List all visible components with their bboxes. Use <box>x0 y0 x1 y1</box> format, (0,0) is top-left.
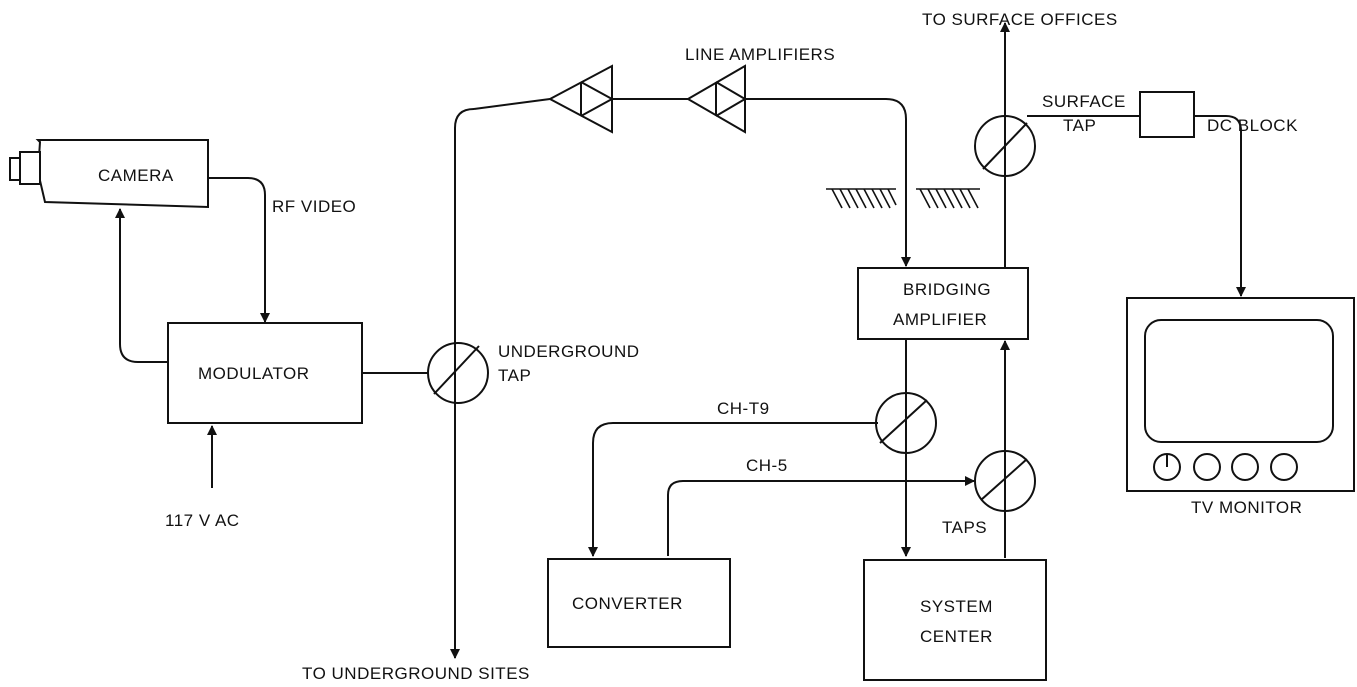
camera-lens <box>19 151 41 185</box>
surface-tap-label-1: SURFACE <box>1042 92 1126 111</box>
tv-knob-4 <box>1270 453 1298 481</box>
camera-lens-front <box>9 157 21 181</box>
system-center-label-1: SYSTEM <box>920 597 993 616</box>
camera-block: CAMERA <box>9 139 209 209</box>
bridging-label-2: AMPLIFIER <box>893 310 987 329</box>
line-amplifiers-label: LINE AMPLIFIERS <box>685 45 835 64</box>
underground-trunk-line <box>450 108 475 659</box>
surface-tap-coupler <box>982 122 1028 170</box>
ch-t9-line <box>588 422 878 557</box>
ch-t9-label: CH-T9 <box>717 399 770 418</box>
ch-5-tap-coupler <box>980 458 1028 501</box>
dc-block-to-monitor-line <box>1194 115 1246 297</box>
camera-label: CAMERA <box>98 166 174 185</box>
tv-monitor-screen <box>1144 319 1334 443</box>
modulator-box <box>167 322 363 424</box>
system-center-box <box>863 559 1047 681</box>
underground-tap-label-2: TAP <box>498 366 531 385</box>
surface-ground-hatch-right <box>916 188 980 209</box>
trunk-segment-1 <box>473 98 551 110</box>
tv-knob-2 <box>1193 453 1221 481</box>
line-amplifier-1 <box>547 64 613 134</box>
ch-t9-tap-coupler <box>879 399 928 444</box>
bridging-label-1: BRIDGING <box>903 280 991 299</box>
ch-5-tap <box>974 450 1036 512</box>
to-surface-label: TO SURFACE OFFICES <box>922 10 1118 29</box>
tv-knob-3 <box>1231 453 1259 481</box>
rf-video-label: RF VIDEO <box>272 197 356 216</box>
surface-tap <box>974 115 1036 177</box>
tv-knob-1 <box>1153 453 1181 481</box>
ac-power-label: 117 V AC <box>165 511 240 530</box>
rf-video-line <box>208 177 270 323</box>
surface-tap-label-2: TAP <box>1063 116 1096 135</box>
ch-5-label: CH-5 <box>746 456 788 475</box>
underground-tap-label-1: UNDERGROUND <box>498 342 640 361</box>
dc-block-label: DC BLOCK <box>1207 116 1298 135</box>
to-underground-label: TO UNDERGROUND SITES <box>302 664 530 683</box>
modulator-label: MODULATOR <box>198 364 310 383</box>
underground-tap-coupler <box>433 345 480 395</box>
taps-label: TAPS <box>942 518 987 537</box>
bridging-amplifier-box <box>857 267 1029 340</box>
amplifier-to-bridging-line <box>745 98 911 267</box>
camera-power-line <box>115 208 168 363</box>
converter-box <box>547 558 731 648</box>
line-amplifier-2 <box>686 64 746 134</box>
ch-5-line <box>667 476 975 556</box>
converter-label: CONVERTER <box>572 594 683 613</box>
surface-ground-hatch-left <box>826 188 897 209</box>
system-center-label-2: CENTER <box>920 627 993 646</box>
underground-tap <box>427 342 489 404</box>
tv-monitor <box>1126 297 1355 492</box>
tv-monitor-label: TV MONITOR <box>1191 498 1302 517</box>
dc-block-box <box>1139 91 1195 138</box>
